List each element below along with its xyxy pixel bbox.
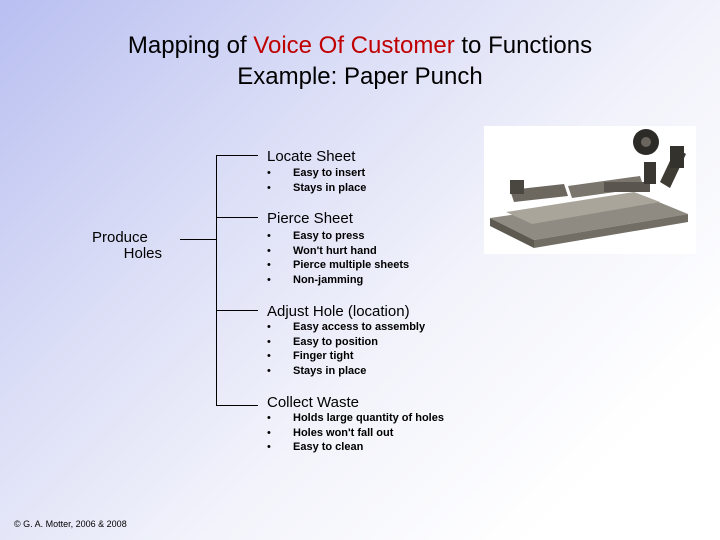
bullet-item: Won't hurt hand (265, 244, 409, 259)
title-suffix: to Functions (454, 32, 593, 59)
title-line-2: Example: Paper Punch (237, 63, 483, 90)
root-function: Produce Holes (78, 230, 168, 262)
function-bullets-adjust-hole: Easy access to assembly Easy to position… (265, 320, 425, 378)
root-function-line-2: Holes (123, 245, 162, 262)
bullet-item: Finger tight (265, 349, 425, 364)
paper-punch-image (484, 126, 696, 254)
title-highlight: Voice Of Customer (253, 32, 455, 59)
bullet-item: Pierce multiple sheets (265, 258, 409, 273)
bullet-item: Stays in place (265, 364, 425, 379)
bullet-item: Non-jamming (265, 273, 409, 288)
bullet-item: Holds large quantity of holes (265, 411, 444, 426)
branch-line-adjust-hole (216, 310, 258, 311)
function-bullets-collect-waste: Holds large quantity of holes Holes won'… (265, 411, 444, 455)
bullet-item: Easy to clean (265, 440, 444, 455)
bullet-item: Easy to press (265, 229, 409, 244)
bullet-item: Holes won't fall out (265, 426, 444, 441)
bullet-item: Stays in place (265, 181, 366, 196)
function-title-adjust-hole: Adjust Hole (location) (267, 303, 410, 320)
branch-line-locate-sheet (216, 155, 258, 156)
bullet-item: Easy to position (265, 335, 425, 350)
function-title-locate-sheet: Locate Sheet (267, 148, 356, 165)
bullet-item: Easy access to assembly (265, 320, 425, 335)
bullet-item: Easy to insert (265, 166, 366, 181)
root-connector-line (180, 239, 216, 240)
tree-trunk-line (216, 155, 217, 406)
branch-line-collect-waste (216, 405, 258, 406)
branch-line-pierce-sheet (216, 217, 258, 218)
title-line-1: Mapping of Voice Of Customer to Function… (0, 30, 720, 61)
slide-title: Mapping of Voice Of Customer to Function… (0, 30, 720, 92)
function-bullets-pierce-sheet: Easy to press Won't hurt hand Pierce mul… (265, 229, 409, 287)
title-prefix: Mapping of (127, 32, 254, 59)
function-title-collect-waste: Collect Waste (267, 394, 359, 411)
function-title-pierce-sheet: Pierce Sheet (267, 210, 353, 227)
function-bullets-locate-sheet: Easy to insert Stays in place (265, 166, 366, 195)
root-function-line-1: Produce (92, 229, 148, 246)
copyright-footer: © G. A. Motter, 2006 & 2008 (14, 519, 127, 529)
